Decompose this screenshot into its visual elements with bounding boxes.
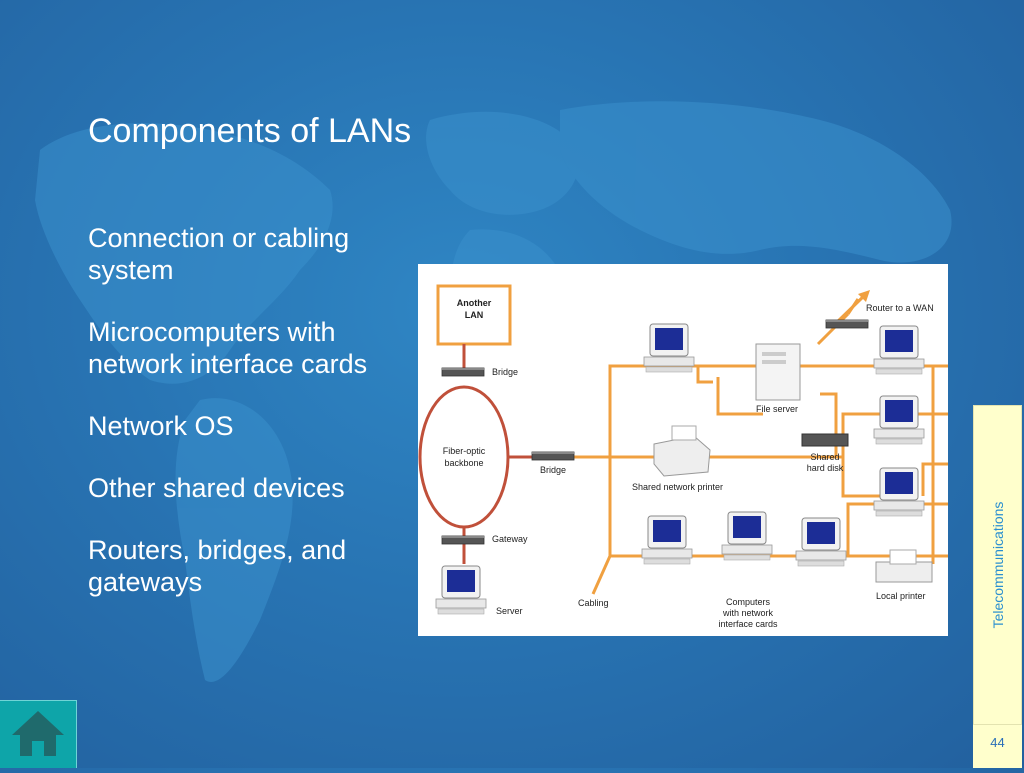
local-printer-label: Local printer xyxy=(876,591,926,601)
lan-diagram: Another LAN Bridge Fiber-optic backbone … xyxy=(418,264,948,636)
computer xyxy=(873,395,925,445)
bullet-list: Connection or cabling system Microcomput… xyxy=(88,222,428,628)
server-label: Server xyxy=(496,606,523,616)
bullet-item: Connection or cabling system xyxy=(88,223,350,285)
computers-label: interface cards xyxy=(718,619,778,629)
computers-label: Computers xyxy=(726,597,771,607)
computer xyxy=(873,467,925,517)
another-lan-label: LAN xyxy=(465,310,484,320)
home-icon xyxy=(12,711,64,756)
slide-title: Components of LANs xyxy=(88,112,412,150)
local-printer xyxy=(875,561,933,583)
computer xyxy=(643,323,695,373)
bullet-item: Other shared devices xyxy=(88,473,345,503)
computer xyxy=(795,517,847,567)
computer xyxy=(873,325,925,375)
file-server-label: File server xyxy=(756,404,798,414)
shared-printer-label: Shared network printer xyxy=(632,482,723,492)
cabling-label: Cabling xyxy=(578,598,609,608)
side-banner: Telecommunications xyxy=(973,405,1022,725)
gateway-device xyxy=(441,535,485,545)
backbone-label: Fiber-optic xyxy=(443,446,486,456)
bridge-label: Bridge xyxy=(540,465,566,475)
computers-label: with network xyxy=(722,608,774,618)
shared-disk-label: Shared xyxy=(810,452,839,462)
lan-diagram-svg: Another LAN Bridge Fiber-optic backbone … xyxy=(418,284,948,629)
bridge-label: Bridge xyxy=(492,367,518,377)
bridge-device xyxy=(441,367,485,377)
page-number-box: 44 xyxy=(973,725,1022,768)
backbone-label: backbone xyxy=(444,458,483,468)
server-computer xyxy=(435,565,487,615)
side-label: Telecommunications xyxy=(989,501,1006,629)
bridge-device xyxy=(531,451,575,461)
home-button[interactable] xyxy=(0,700,77,768)
another-lan-label: Another xyxy=(457,298,492,308)
gateway-label: Gateway xyxy=(492,534,528,544)
router-label: Router to a WAN xyxy=(866,303,934,313)
router-device xyxy=(825,319,869,329)
bullet-item: Network OS xyxy=(88,411,234,441)
shared-hard-disk xyxy=(801,433,849,447)
bullet-item: Routers, bridges, and gateways xyxy=(88,535,347,597)
another-lan-box xyxy=(436,284,512,346)
computer xyxy=(641,515,693,565)
bullet-item: Microcomputers with network interface ca… xyxy=(88,317,368,379)
page-number: 44 xyxy=(990,735,1005,750)
computer xyxy=(721,511,773,561)
shared-disk-label: hard disk xyxy=(807,463,844,473)
shared-network-printer xyxy=(653,435,711,477)
